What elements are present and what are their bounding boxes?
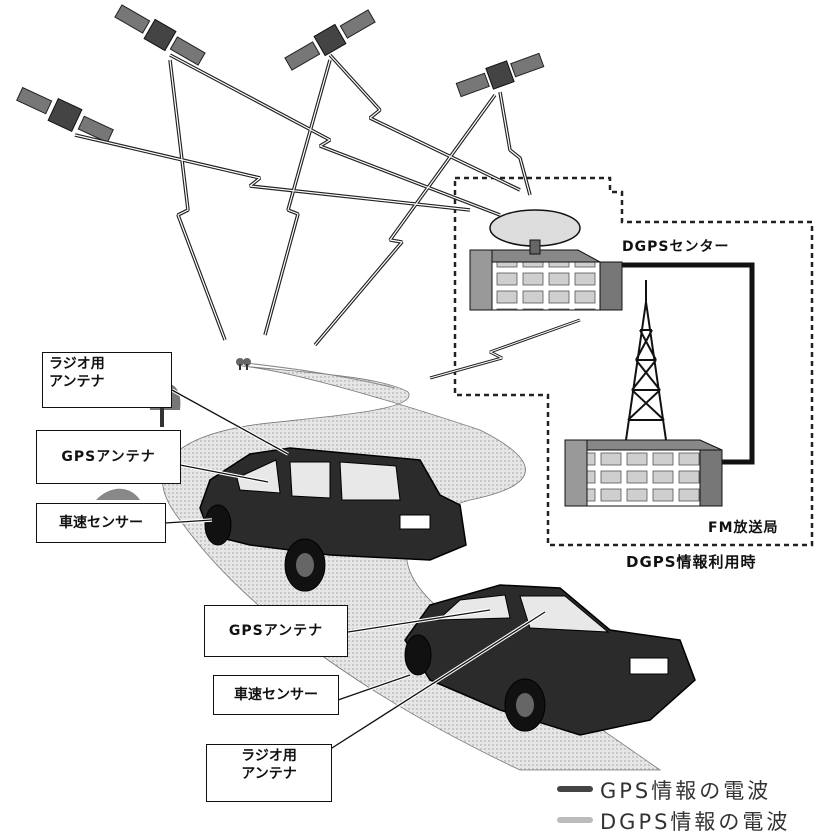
dgps-center-label: DGPSセンター — [622, 239, 730, 255]
car-wagon — [199, 447, 467, 592]
car2-radio-antenna-callout: ラジオ用 アンテナ — [206, 744, 332, 802]
fm-station-building — [564, 439, 723, 507]
satellite-icon — [114, 4, 206, 66]
link-cable — [622, 262, 755, 465]
fm-tower-icon — [625, 280, 667, 441]
fm-station-label: FM放送局 — [708, 520, 779, 536]
satellite-icon — [16, 86, 114, 144]
dgps-center-building — [469, 209, 623, 311]
satellite-icon — [455, 52, 545, 98]
dgps-usage-label: DGPS情報利用時 — [626, 553, 757, 571]
car2-gps-antenna-callout: GPSアンテナ — [204, 605, 348, 657]
dgps-wave-legend-label: DGPS情報の電波 — [600, 810, 791, 834]
legend-swatches — [557, 786, 593, 823]
satellite-icon — [284, 9, 376, 71]
gps-wave-legend-label: GPS情報の電波 — [600, 779, 772, 803]
dgps-boundary — [453, 176, 814, 547]
car1-gps-antenna-callout: GPSアンテナ — [36, 430, 181, 484]
car1-speed-sensor-callout: 車速センサー — [36, 503, 166, 543]
car1-radio-antenna-callout: ラジオ用 アンテナ — [42, 352, 172, 408]
dgps-wave — [429, 318, 581, 380]
car2-speed-sensor-callout: 車速センサー — [213, 675, 339, 715]
car-sedan — [404, 584, 696, 736]
